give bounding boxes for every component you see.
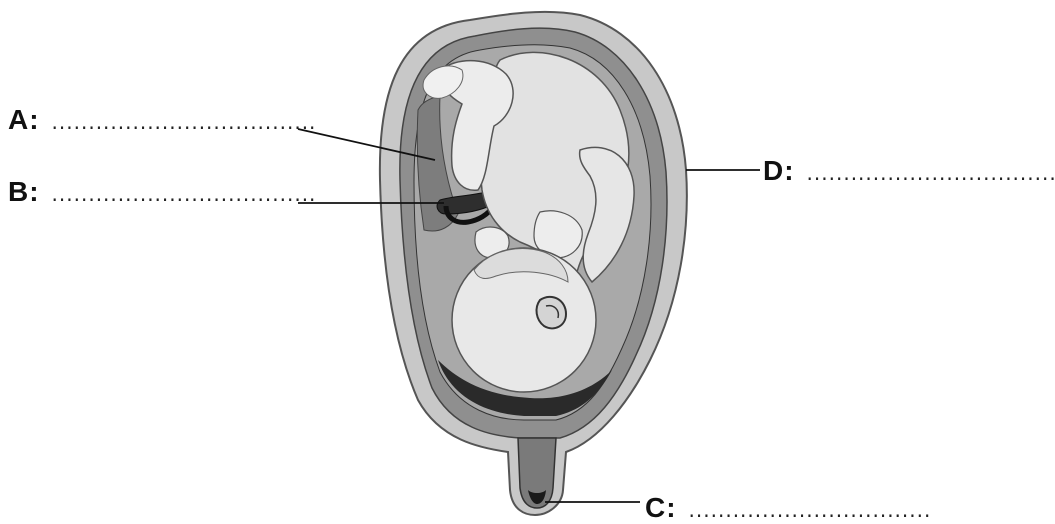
label-d: D: .................................... <box>763 155 1055 187</box>
label-a-letter: A: <box>8 104 40 136</box>
label-b: B: .................................... <box>8 176 316 208</box>
label-c-answer-blank: ................................. <box>689 498 932 522</box>
label-c-letter: C: <box>645 492 677 524</box>
label-b-letter: B: <box>8 176 40 208</box>
label-d-answer-blank: .................................... <box>807 161 1055 185</box>
label-a-answer-blank: .................................... <box>52 110 317 134</box>
label-d-letter: D: <box>763 155 795 187</box>
fetus-ear <box>537 297 566 329</box>
label-b-answer-blank: .................................... <box>52 182 317 206</box>
label-c: C: ................................. <box>645 492 931 524</box>
label-a: A: .................................... <box>8 104 316 136</box>
